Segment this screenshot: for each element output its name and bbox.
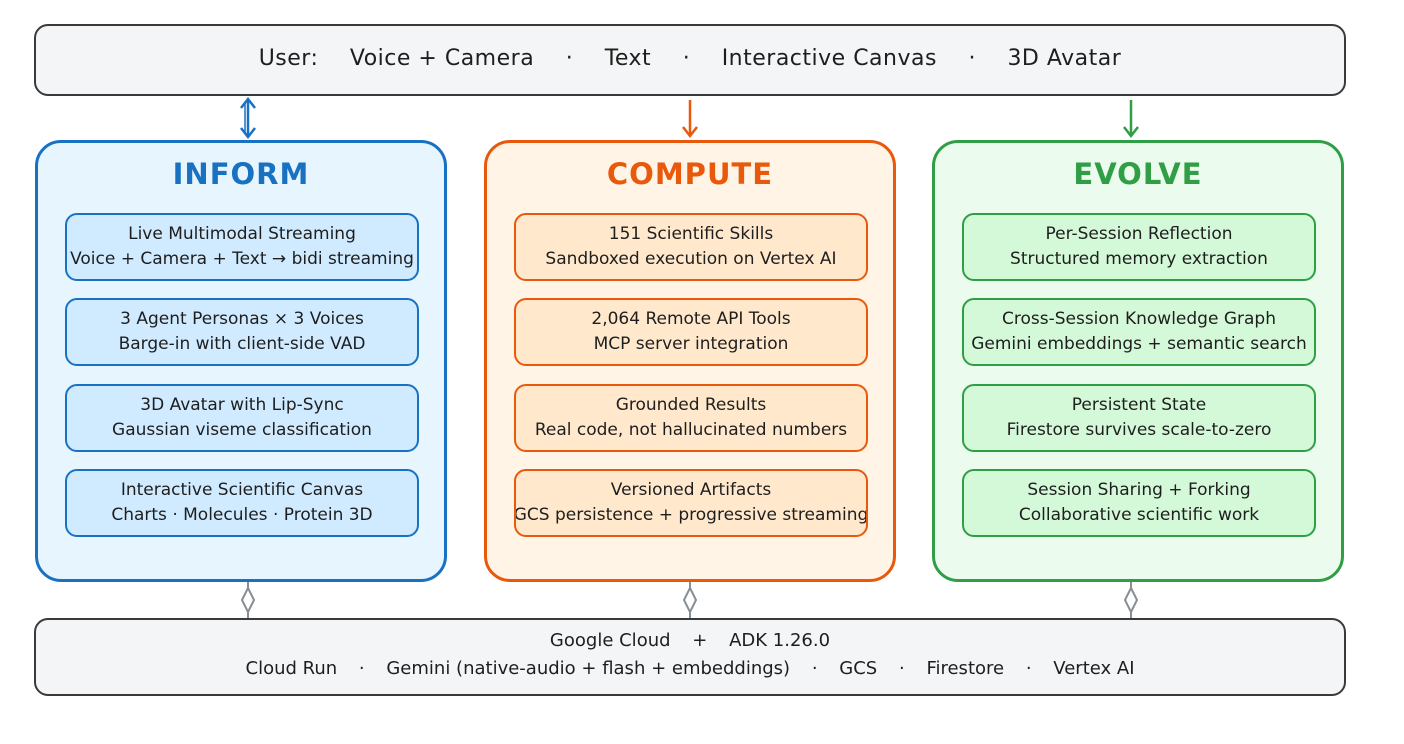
separator: · [565, 46, 574, 71]
channel-voice-camera: Voice + Camera [349, 46, 535, 71]
inform-title: INFORM [172, 157, 310, 191]
connector-inform-infra [240, 582, 256, 618]
card-title: 3 Agent Personas × 3 Voices [120, 309, 364, 329]
compute-card-skills: 151 Scientific Skills Sandboxed executio… [514, 213, 868, 281]
compute-panel: COMPUTE 151 Scientific Skills Sandboxed … [484, 140, 896, 582]
card-subtitle: Structured memory extraction [1010, 249, 1268, 269]
adk-version-label: ADK 1.26.0 [729, 630, 831, 651]
card-title: Cross-Session Knowledge Graph [1001, 309, 1276, 329]
separator: · [358, 658, 365, 679]
separator: · [898, 658, 905, 679]
infra-services: Cloud Run · Gemini (native-audio + flash… [36, 658, 1344, 679]
card-subtitle: Voice + Camera + Text → bidi streaming [70, 249, 414, 269]
separator: · [968, 46, 976, 71]
card-subtitle: Barge-in with client-side VAD [118, 334, 366, 354]
card-title: Session Sharing + Forking [1027, 480, 1251, 500]
google-cloud-label: Google Cloud [549, 630, 671, 651]
connector-evolve-infra [1123, 582, 1139, 618]
inform-panel: INFORM Live Multimodal Streaming Voice +… [35, 140, 447, 582]
card-title: Versioned Artifacts [610, 480, 772, 500]
card-title: Persistent State [1071, 395, 1207, 415]
inform-card-streaming: Live Multimodal Streaming Voice + Camera… [65, 213, 419, 281]
service-gemini: Gemini (native-audio + flash + embedding… [386, 658, 791, 679]
card-title: 2,064 Remote API Tools [591, 309, 791, 329]
compute-title: COMPUTE [606, 157, 774, 191]
infra-headline: Google Cloud + ADK 1.26.0 [36, 630, 1344, 651]
evolve-panel: EVOLVE Per-Session Reflection Structured… [932, 140, 1344, 582]
card-subtitle: Collaborative scientific work [1018, 505, 1260, 525]
evolve-title: EVOLVE [1073, 157, 1203, 191]
compute-card-api-tools: 2,064 Remote API Tools MCP server integr… [514, 298, 868, 366]
card-title: 151 Scientific Skills [608, 224, 774, 244]
card-subtitle: Gaussian viseme classification [112, 420, 372, 440]
card-title: 3D Avatar with Lip-Sync [140, 395, 344, 415]
card-subtitle: MCP server integration [593, 334, 789, 354]
card-subtitle: Gemini embeddings + semantic search [971, 334, 1307, 354]
compute-card-grounded: Grounded Results Real code, not hallucin… [514, 384, 868, 452]
user-channels-row: User: Voice + Camera · Text · Interactiv… [36, 46, 1344, 71]
evolve-card-sharing: Session Sharing + Forking Collaborative … [962, 469, 1316, 537]
card-title: Per-Session Reflection [1045, 224, 1233, 244]
infrastructure-bar: Google Cloud + ADK 1.26.0 Cloud Run · Ge… [34, 618, 1346, 696]
inform-card-avatar: 3D Avatar with Lip-Sync Gaussian viseme … [65, 384, 419, 452]
compute-card-artifacts: Versioned Artifacts GCS persistence + pr… [514, 469, 868, 537]
inform-card-canvas: Interactive Scientific Canvas Charts · M… [65, 469, 419, 537]
card-subtitle: Firestore survives scale-to-zero [1006, 420, 1272, 440]
channel-text: Text [604, 46, 652, 71]
card-subtitle: Charts · Molecules · Protein 3D [111, 505, 373, 525]
service-gcs: GCS [839, 658, 878, 679]
separator: · [1025, 658, 1032, 679]
card-subtitle: GCS persistence + progressive streaming [514, 505, 868, 525]
card-title: Interactive Scientific Canvas [120, 480, 364, 500]
bidirectional-arrow-inform [240, 96, 256, 140]
separator: · [811, 658, 818, 679]
card-subtitle: Sandboxed execution on Vertex AI [545, 249, 837, 269]
card-title: Grounded Results [615, 395, 767, 415]
channel-interactive-canvas: Interactive Canvas [721, 46, 937, 71]
plus-sign: + [692, 630, 708, 651]
service-vertex-ai: Vertex AI [1053, 658, 1135, 679]
connector-compute-infra [682, 582, 698, 618]
channel-3d-avatar: 3D Avatar [1007, 46, 1122, 71]
card-title: Live Multimodal Streaming [128, 224, 356, 244]
service-firestore: Firestore [926, 658, 1005, 679]
down-arrow-evolve [1123, 100, 1139, 139]
service-cloud-run: Cloud Run [245, 658, 338, 679]
user-channels-bar: User: Voice + Camera · Text · Interactiv… [34, 24, 1346, 96]
card-subtitle: Real code, not hallucinated numbers [534, 420, 848, 440]
evolve-card-knowledge-graph: Cross-Session Knowledge Graph Gemini emb… [962, 298, 1316, 366]
evolve-card-reflection: Per-Session Reflection Structured memory… [962, 213, 1316, 281]
inform-card-personas: 3 Agent Personas × 3 Voices Barge-in wit… [65, 298, 419, 366]
evolve-card-persistent-state: Persistent State Firestore survives scal… [962, 384, 1316, 452]
down-arrow-compute [682, 100, 698, 139]
user-label: User: [258, 46, 319, 71]
separator: · [682, 46, 691, 71]
